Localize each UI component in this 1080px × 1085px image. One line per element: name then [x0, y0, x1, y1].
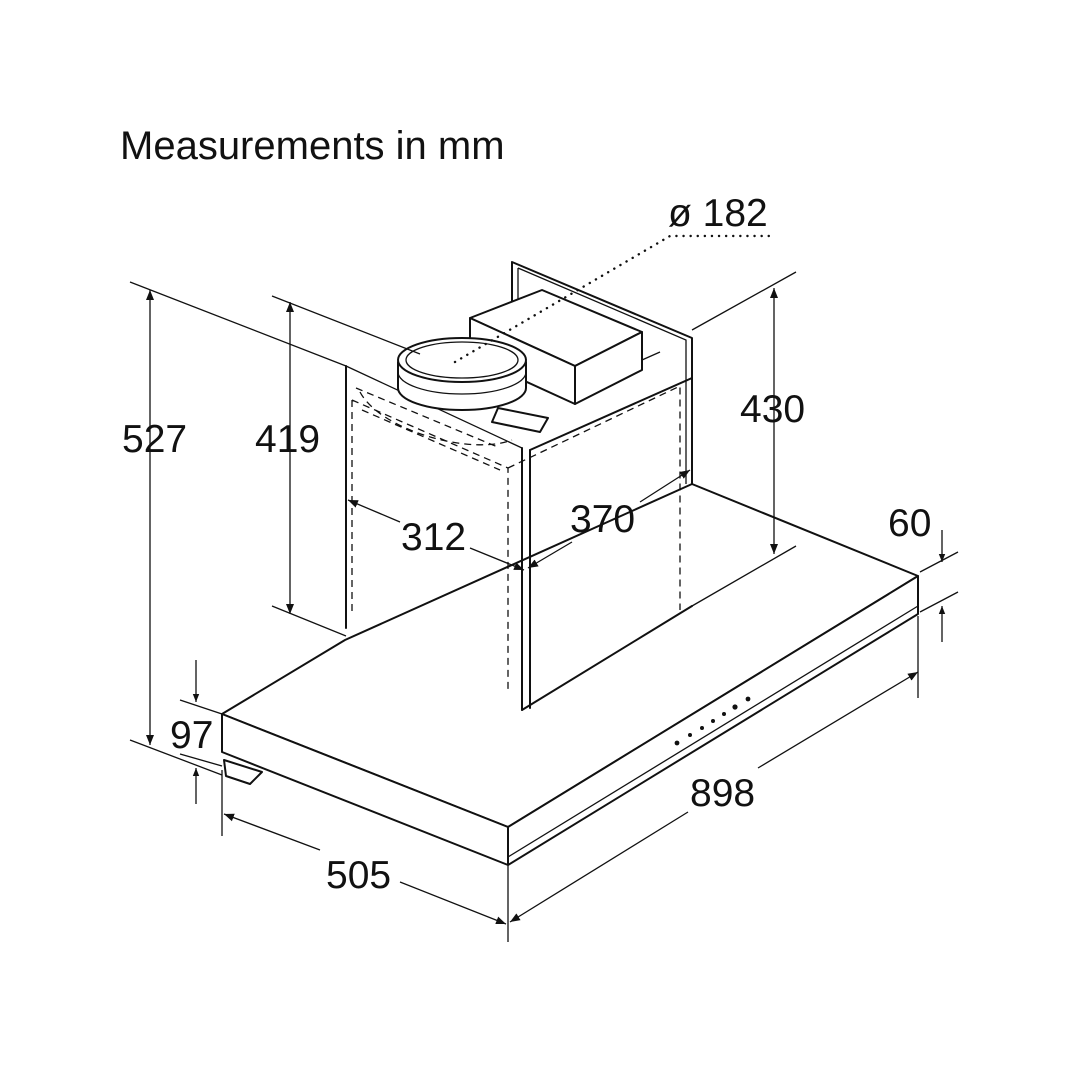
control-button-icon: [711, 719, 715, 723]
canopy-side-face: [221, 713, 509, 866]
control-button-icon: [674, 740, 680, 746]
canopy: [221, 483, 919, 866]
control-button-icon: [745, 696, 751, 702]
extension-lines: [129, 271, 959, 942]
arrow-width-right: [757, 671, 919, 769]
arrow-depth-right: [399, 881, 507, 925]
page-title: Measurements in mm: [120, 124, 505, 168]
duct-collar: [397, 337, 549, 433]
duct-collar-rim: [397, 337, 527, 383]
label-chimney-depth: 370: [570, 498, 635, 541]
diameter-leader-line: [453, 234, 777, 364]
dimension-arrows: [146, 288, 946, 925]
canopy-underside: [223, 759, 263, 785]
arrow-chimney-depth-left: [527, 541, 573, 569]
control-button-icon: [700, 726, 704, 730]
chimney: [345, 365, 693, 711]
arrow-chimney-depth-right: [639, 469, 691, 503]
canopy-front-lip: [507, 605, 919, 858]
control-button-icon: [732, 704, 738, 710]
label-duct-diameter: ø 182: [668, 192, 768, 235]
label-wall-mount-height: 430: [740, 388, 805, 431]
arrow-depth-left: [223, 813, 321, 851]
label-chimney-height: 419: [255, 418, 320, 461]
dimension-labels: ø 182 527 419 430 312 370 60 97 898 505: [122, 192, 931, 897]
label-canopy-edge-thickness: 60: [888, 502, 931, 545]
chimney-hidden-lines: [351, 384, 681, 700]
control-button-icon: [722, 712, 726, 716]
control-button-icon: [688, 733, 692, 737]
arrow-chimney-width-left: [347, 499, 401, 523]
label-total-height: 527: [122, 418, 187, 461]
label-chimney-width: 312: [401, 516, 466, 559]
label-canopy-width: 898: [690, 772, 755, 815]
arrow-width-left: [509, 811, 689, 923]
arrow-chimney-width-right: [469, 547, 525, 571]
label-canopy-depth: 505: [326, 854, 391, 897]
label-canopy-height: 97: [170, 714, 213, 757]
control-panel: [674, 696, 751, 746]
